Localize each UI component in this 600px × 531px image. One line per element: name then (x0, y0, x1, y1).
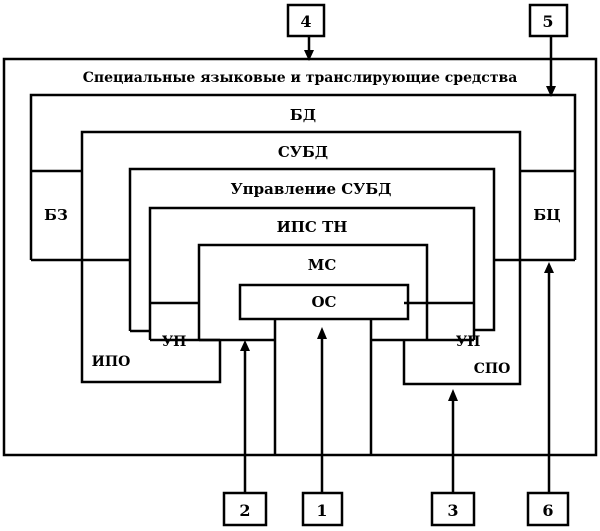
number-box-4 (286, 3, 326, 38)
number-5-label: 5 (542, 12, 553, 31)
ms-label: МС (308, 256, 337, 274)
number-box-3 (430, 491, 476, 527)
number-1-label: 1 (316, 501, 327, 520)
up-right-label: УП (456, 334, 481, 350)
arrow-4-head (304, 50, 314, 61)
number-2-label: 2 (239, 501, 250, 520)
spo-label: СПО (474, 361, 511, 377)
ips-tn-layer (148, 206, 476, 340)
arrow-6-head (544, 262, 554, 273)
number-4-label: 4 (300, 12, 311, 31)
subd-left-ipo (80, 171, 222, 384)
subd-layer (80, 130, 522, 260)
outer-frame (2, 57, 598, 457)
bd-label: БД (290, 106, 316, 124)
number-box-2 (222, 491, 268, 527)
bz-label: БЗ (44, 206, 68, 224)
number-3-label: 3 (447, 501, 458, 520)
title-label: Специальные языковые и транслирующие сре… (83, 70, 518, 86)
upr-subd-label: Управление СУБД (230, 180, 391, 198)
upr-subd-layer (128, 167, 496, 332)
ipo-label: ИПО (92, 354, 131, 370)
subd-right-spo (402, 260, 522, 386)
bd-layer (29, 93, 577, 260)
os-label: ОС (311, 293, 336, 311)
arrow-5-head (546, 86, 556, 97)
ms-layer (197, 243, 429, 340)
os-block (238, 283, 410, 321)
arrow-2-head (240, 340, 250, 351)
arrow-3-head (448, 389, 458, 401)
ips-tn-label: ИПС ТН (277, 218, 348, 236)
up-left-label: УП (162, 334, 187, 350)
number-box-6 (526, 491, 570, 527)
bc-label: БЦ (533, 206, 560, 224)
subd-label: СУБД (278, 143, 328, 161)
arrow-1-head (317, 327, 327, 339)
number-box-1 (301, 491, 344, 527)
number-box-5 (528, 3, 569, 38)
number-6-label: 6 (542, 501, 553, 520)
